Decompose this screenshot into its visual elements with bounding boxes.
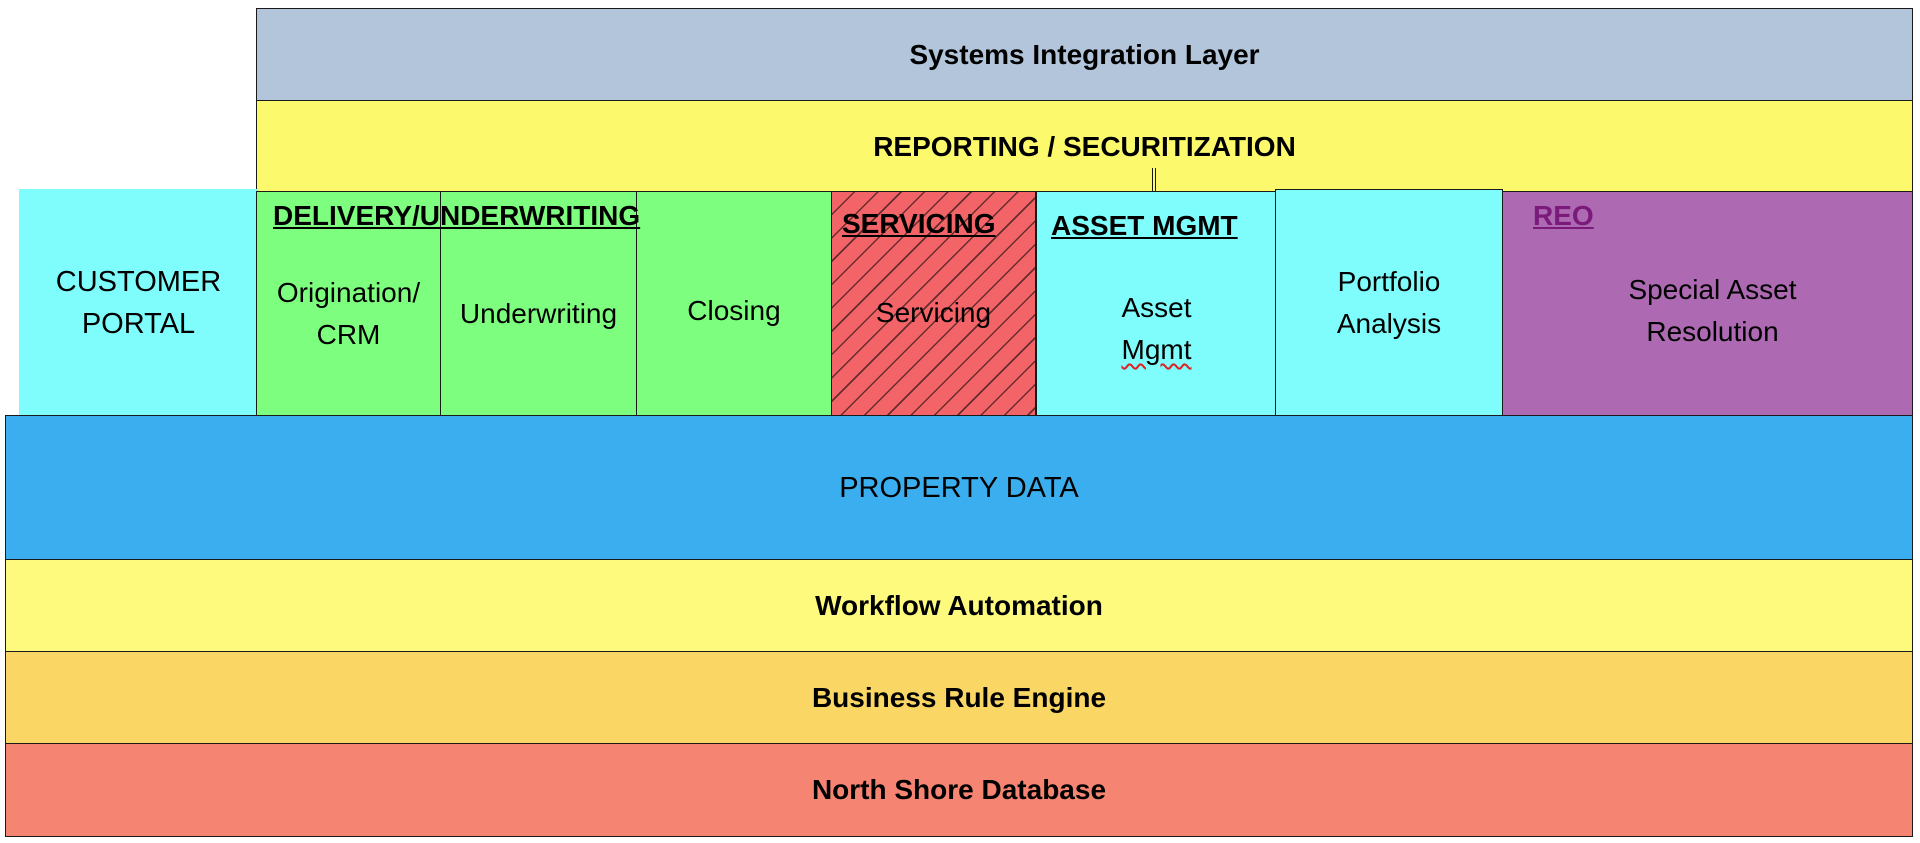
systems-integration-layer: Systems Integration Layer [256, 8, 1913, 101]
servicing-label: Servicing [875, 297, 992, 328]
workflow-automation-layer: Workflow Automation [5, 559, 1913, 652]
closing-block: Closing [636, 191, 832, 417]
portfolio-line1: Portfolio [1337, 266, 1441, 297]
special-asset-line2: Resolution [1646, 316, 1779, 347]
origination-crm-block: Origination/ CRM [256, 191, 441, 417]
north-shore-database-label: North Shore Database [811, 774, 1107, 805]
servicing-heading: SERVICING [842, 208, 996, 239]
customer-portal-block: CUSTOMER PORTAL [19, 189, 258, 417]
reporting-securitization-layer: REPORTING / SECURITIZATION [256, 100, 1913, 193]
portfolio-line2: Analysis [1336, 308, 1442, 339]
reporting-securitization-label: REPORTING / SECURITIZATION [873, 131, 1296, 162]
business-rule-engine-label: Business Rule Engine [811, 681, 1107, 713]
property-data-layer: PROPERTY DATA [5, 415, 1913, 560]
asset-mgmt-line2: Mgmt [1121, 334, 1192, 365]
workflow-automation-label: Workflow Automation [815, 589, 1103, 621]
customer-portal-line1: CUSTOMER [55, 266, 222, 298]
reo-heading: REO [1533, 200, 1594, 231]
asset-mgmt-heading: ASSET MGMT [1051, 210, 1238, 241]
delivery-underwriting-heading: DELIVERY/UNDERWRITING [273, 200, 641, 231]
underwriting-block: Underwriting [440, 191, 637, 417]
asset-mgmt-line1: Asset [1121, 292, 1192, 323]
business-rule-engine-layer: Business Rule Engine [5, 651, 1913, 744]
portfolio-analysis-block: Portfolio Analysis [1275, 189, 1503, 417]
servicing-block: Servicing [831, 191, 1036, 421]
asset-mgmt-block: Asset Mgmt [1036, 191, 1277, 417]
origination-line1: Origination/ [276, 277, 421, 308]
underwriting-label: Underwriting [459, 298, 618, 329]
customer-portal-line2: PORTAL [81, 308, 196, 340]
closing-label: Closing [687, 295, 781, 326]
special-asset-line1: Special Asset [1628, 274, 1797, 305]
systems-integration-label: Systems Integration Layer [909, 38, 1260, 70]
origination-line2: CRM [316, 319, 381, 350]
property-data-label: PROPERTY DATA [839, 471, 1079, 504]
reo-block: Special Asset Resolution [1502, 191, 1913, 417]
north-shore-database-layer: North Shore Database [5, 743, 1913, 837]
connector-line [1152, 168, 1156, 198]
